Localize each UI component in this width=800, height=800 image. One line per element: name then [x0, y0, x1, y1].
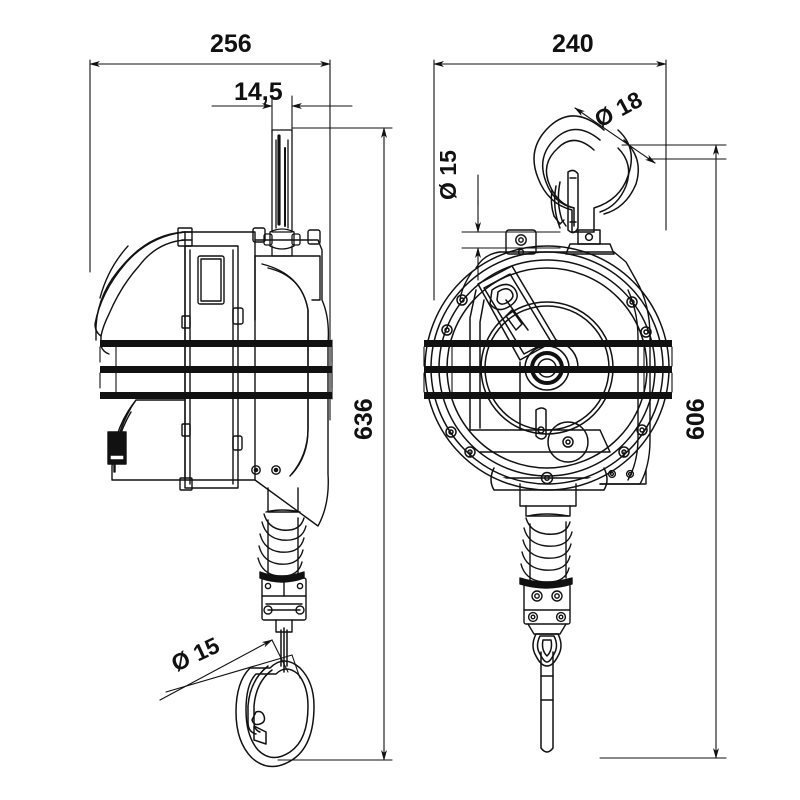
cable-clamp-block-front: [523, 583, 571, 635]
dim-label-d18: Ø 18: [590, 86, 646, 132]
dim-leader-d15-side: [159, 639, 301, 701]
suspension-hook-edge: [263, 129, 301, 257]
mounting-bands-side: [100, 340, 332, 399]
suspension-hook-front: [533, 115, 639, 255]
housing-body: [94, 227, 330, 527]
front-view-geometry: [423, 115, 673, 753]
cable-spring-guard-front: [519, 513, 573, 589]
dim-label-d15-side: Ø 15: [167, 632, 223, 677]
load-hook-front: [532, 633, 562, 753]
mounting-bands-front: [424, 340, 672, 399]
dimension-group-side-view: [89, 59, 393, 761]
cable-outlet-front: [519, 483, 577, 517]
dim-label-240: 240: [552, 30, 594, 58]
dim-label-256: 256: [210, 30, 252, 58]
dim-label-14-5: 14,5: [234, 78, 283, 106]
housing-right-block: [599, 279, 651, 485]
dim-label-d15-front: Ø 15: [435, 150, 461, 200]
dimension-group-front-view: [433, 59, 727, 759]
dim-label-606: 606: [682, 398, 710, 440]
dim-line-d18: [574, 107, 656, 164]
mounting-bands-side-outline: [99, 339, 333, 400]
dim-label-636: 636: [350, 398, 378, 440]
load-hook-side: [235, 627, 315, 768]
cable-clamp-block-side: [261, 577, 307, 633]
side-view-geometry: [94, 129, 333, 768]
dimension-labels: 256 14,5 636 240 606 Ø 18 Ø 15 Ø 15: [167, 30, 710, 677]
cable-spring-guard-side: [257, 487, 307, 583]
mounting-bands-front-outline: [423, 346, 673, 393]
